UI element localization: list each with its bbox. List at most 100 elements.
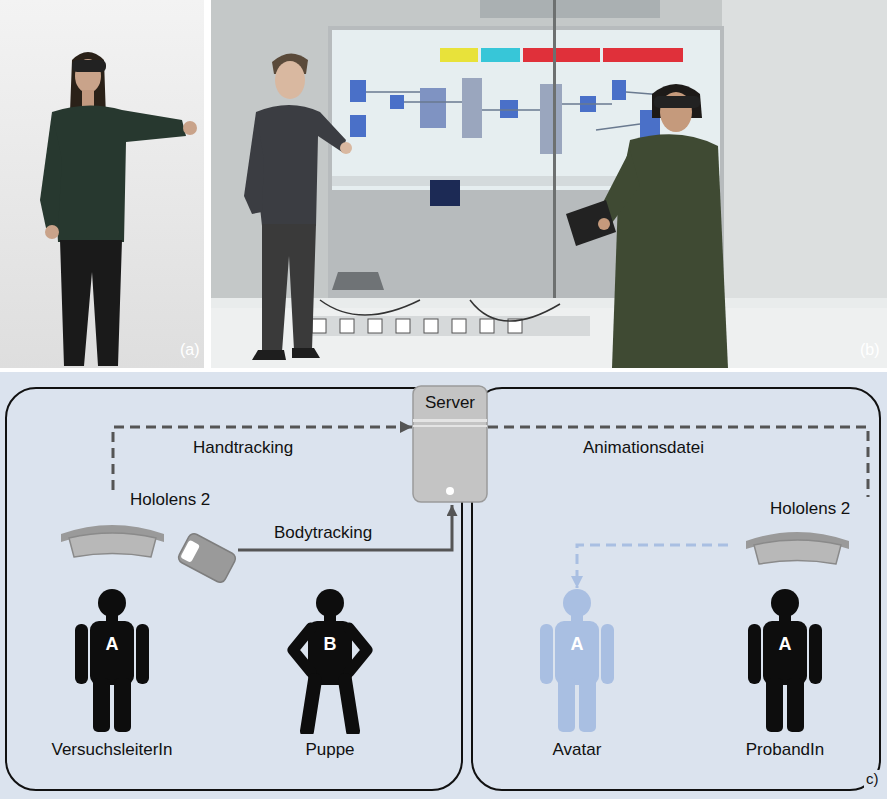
person-icon	[285, 588, 375, 734]
photo-b-part	[480, 319, 494, 333]
photo-b-part	[430, 180, 460, 206]
figure-letter: A	[492, 634, 662, 656]
photo-b-part	[300, 316, 590, 336]
photo-b-part	[540, 84, 562, 154]
person-figure	[540, 589, 614, 732]
bodytracking-line-part	[238, 505, 452, 550]
photo-b-part	[424, 319, 438, 333]
photo-b-part	[603, 48, 683, 62]
photo-b-part	[252, 348, 320, 360]
photo-b-part	[500, 100, 518, 118]
photo-b-part	[320, 300, 560, 321]
headset-node: Hololens 2	[55, 490, 230, 562]
panel-label: c)	[864, 770, 881, 788]
figure-letter: A	[27, 634, 197, 656]
photo-b-part	[566, 200, 616, 246]
headset-visor	[69, 533, 156, 557]
figure-head	[316, 589, 344, 617]
photo-b-part	[612, 80, 626, 100]
figure-arm	[748, 624, 761, 684]
photo-a-part	[40, 112, 62, 228]
figure-legs	[307, 680, 353, 731]
server-slot	[413, 425, 487, 427]
photo-b-part	[598, 218, 610, 230]
figure-leg	[558, 678, 575, 732]
figure-head	[563, 589, 591, 617]
headset-icon	[55, 520, 170, 560]
photo-b-part	[262, 224, 316, 352]
photo-b	[211, 0, 887, 368]
photo-b-part	[390, 95, 404, 109]
photo-b-part	[368, 319, 382, 333]
dashed-connector	[577, 545, 728, 588]
figure-leg	[766, 678, 783, 732]
diagram-ground	[0, 372, 887, 799]
photo-b-part	[420, 88, 446, 128]
photo-b-part	[452, 319, 466, 333]
photo-b-part	[480, 0, 660, 18]
photo-a-part	[72, 60, 106, 72]
figure-leg	[579, 678, 596, 732]
person-figure	[75, 589, 149, 732]
photo-a-part	[60, 240, 122, 366]
photo-b-part	[340, 319, 354, 333]
panel-label: (a)	[178, 340, 202, 359]
person-node: B Puppe	[245, 588, 415, 764]
server-body	[413, 386, 487, 502]
photo-a-part	[45, 225, 59, 239]
photo-b-part	[654, 96, 700, 108]
diagram-ground-part	[472, 388, 880, 790]
photo-b-part	[523, 48, 600, 62]
headset-visor	[754, 540, 841, 564]
server-slot	[413, 419, 487, 422]
connector-label: Animationsdatei	[580, 438, 707, 458]
signal-label: Bodytracking	[272, 523, 374, 543]
photo-a-part	[82, 90, 94, 106]
person-icon	[740, 588, 830, 734]
photo-b-part	[275, 61, 305, 99]
figure-arm	[540, 624, 553, 684]
photo-b-part	[366, 92, 676, 130]
dashed-connector	[113, 427, 412, 490]
device-label: Hololens 2	[130, 490, 210, 510]
figure-head	[98, 589, 126, 617]
photo-b-part	[462, 78, 482, 138]
photo-b-part	[244, 112, 264, 214]
bodytracking-line	[238, 505, 452, 550]
person-icon	[67, 588, 157, 734]
headset-node: Hololens 2	[728, 497, 878, 569]
headset-icon	[740, 527, 855, 567]
camera-symbol	[177, 532, 238, 585]
photo-b-part	[350, 80, 366, 102]
photo-a-part	[52, 105, 186, 242]
person-node: A VersuchsleiterIn	[27, 588, 197, 764]
dashed-connector	[488, 427, 868, 497]
person-label: Puppe	[245, 740, 415, 760]
photo-b-part	[211, 0, 887, 368]
photo-a-part	[0, 0, 204, 368]
person-icon	[532, 588, 622, 734]
figure-leg	[787, 678, 804, 732]
person-label: ProbandIn	[700, 740, 870, 760]
photo-b-part	[481, 48, 520, 62]
figure-leg	[114, 678, 131, 732]
person-figure	[748, 589, 822, 732]
person-label: VersuchsleiterIn	[27, 740, 197, 760]
connector-label: Handtracking	[190, 438, 296, 458]
photo-b-part	[350, 115, 366, 137]
photo-b-part	[256, 105, 346, 226]
device-label: Hololens 2	[770, 499, 850, 519]
server-label: Server	[412, 393, 488, 413]
photo-b-part	[312, 319, 326, 333]
person-label: Avatar	[492, 740, 662, 760]
photo-b-part	[440, 48, 478, 62]
figure-head	[771, 589, 799, 617]
person-node: A ProbandIn	[700, 588, 870, 764]
figure-letter: A	[700, 634, 870, 656]
figure-letter: B	[245, 634, 415, 656]
person-node: A Avatar	[492, 588, 662, 764]
figure-arm	[601, 624, 614, 684]
camera-symbol-part	[177, 532, 238, 585]
